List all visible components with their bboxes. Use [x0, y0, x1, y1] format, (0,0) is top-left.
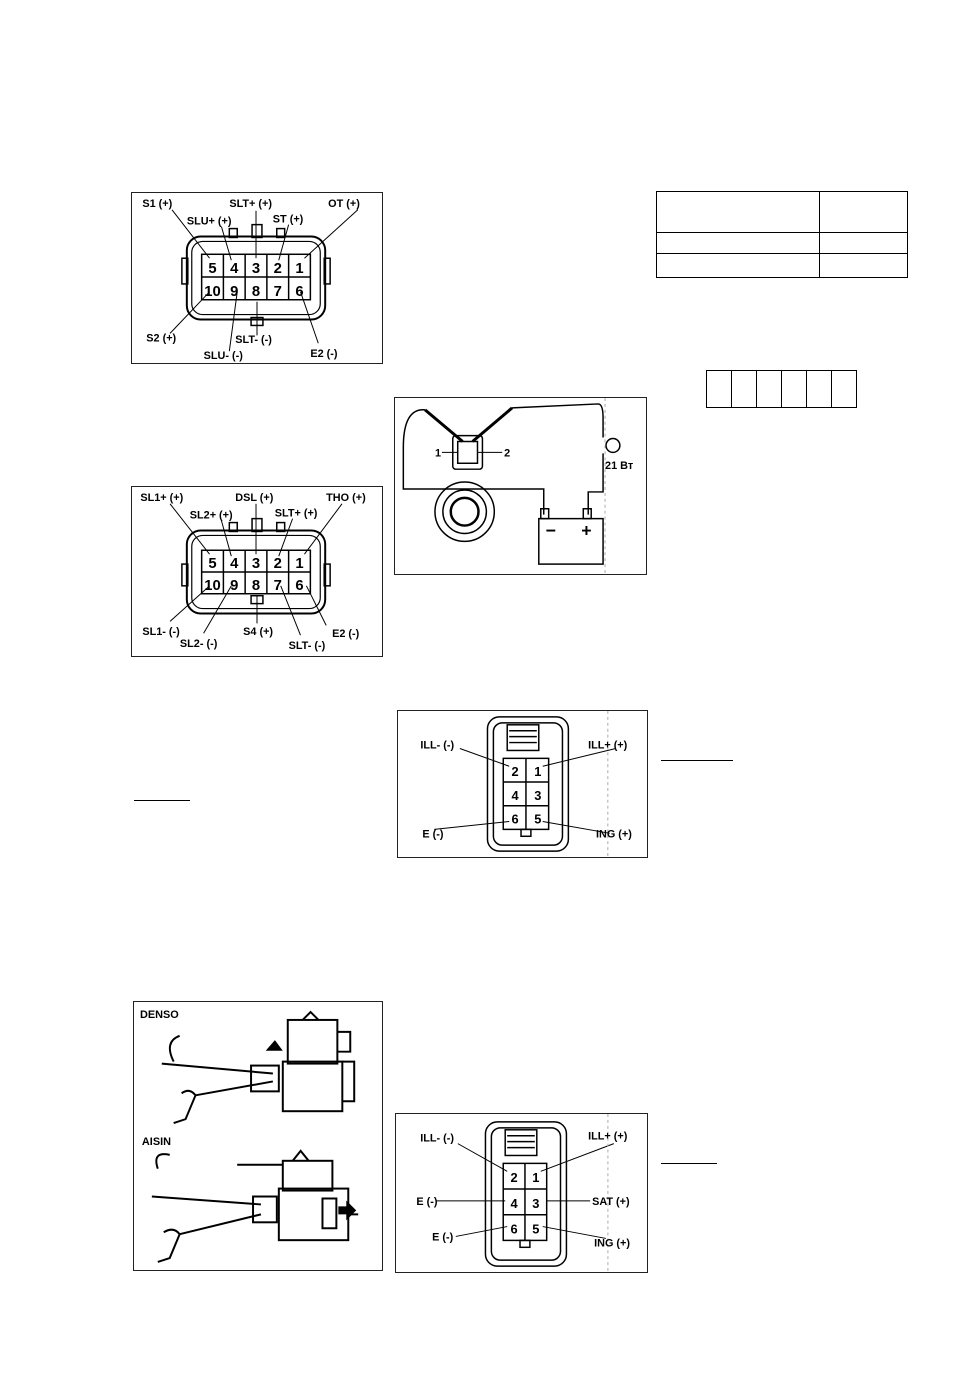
label-slt-minus: SLT- (-) — [235, 334, 272, 346]
connector-b-diagram: 5 4 3 2 1 10 9 8 7 6 SL1+ (+) SL2+ (+) D… — [140, 492, 366, 652]
pin-top-3: 3 — [252, 556, 260, 572]
pin-6: 5 — [534, 811, 541, 826]
label-slu-plus: SLU+ (+) — [187, 216, 232, 228]
underline-mark — [661, 1163, 717, 1164]
pin-top-1: 5 — [208, 261, 216, 277]
label-sl2-minus: SL2- (-) — [180, 638, 218, 650]
connector-a-diagram: 5 4 3 2 1 10 9 8 7 6 S1 (+) SLU+ (+) SLT… — [142, 198, 360, 362]
label-e2-minus: E2 (-) — [310, 348, 338, 360]
pin-bottom-3: 8 — [252, 578, 260, 594]
label-ill-plus: ILL+ (+) — [588, 1131, 628, 1143]
label-tho-plus: THO (+) — [326, 492, 366, 504]
bench-test-panel: 1 2 21 Вт − + — [394, 397, 647, 575]
pin-bottom-1: 10 — [204, 578, 220, 594]
label-slt-plus: SLT+ (+) — [229, 198, 272, 210]
label-slt-minus: SLT- (-) — [289, 640, 326, 652]
lamp-rating: 21 Вт — [605, 460, 634, 472]
pin-4: 3 — [534, 788, 541, 803]
pin-4: 3 — [532, 1196, 539, 1211]
label-sat-plus: SAT (+) — [592, 1196, 630, 1208]
label-s2-plus: S2 (+) — [146, 332, 176, 344]
pin-top-5: 1 — [295, 556, 303, 572]
label-ill-plus: ILL+ (+) — [588, 739, 628, 751]
pin-5: 6 — [512, 811, 519, 826]
pin-bottom-2: 9 — [230, 284, 238, 300]
pin-top-1: 5 — [208, 556, 216, 572]
label-slu-minus: SLU- (-) — [204, 350, 244, 362]
label-ot-plus: OT (+) — [328, 198, 360, 210]
pin-2: 1 — [534, 764, 541, 779]
pin-bottom-3: 8 — [252, 284, 260, 300]
pin-top-2: 4 — [230, 261, 239, 277]
label-slt-plus: SLT+ (+) — [275, 508, 318, 520]
switch-b-diagram: 2 1 4 3 6 5 ILL- (-) ILL+ (+) E (-) SAT … — [416, 1114, 630, 1272]
pin-bottom-2: 9 — [230, 578, 238, 594]
label-e-minus-1: E (-) — [416, 1196, 437, 1208]
battery-minus: − — [546, 520, 556, 540]
label-sl1-plus: SL1+ (+) — [140, 492, 183, 504]
switch-a-panel: 2 1 4 3 6 5 ILL- (-) ILL+ (+) E (-) ING … — [397, 710, 648, 858]
pin-3: 4 — [512, 788, 520, 803]
label-ing-plus: ING (+) — [594, 1237, 630, 1249]
terminal-1-label: 1 — [435, 447, 441, 459]
pin-bottom-5: 6 — [295, 284, 303, 300]
lever-figure-diagram: DENSO AISIN — [140, 1009, 359, 1263]
label-e-minus-2: E (-) — [432, 1231, 453, 1243]
label-sl1-minus: SL1- (-) — [142, 626, 180, 638]
underline-mark — [661, 760, 733, 761]
pin-bottom-4: 7 — [274, 284, 282, 300]
pin-2: 1 — [532, 1170, 539, 1185]
connector-a-panel: 5 4 3 2 1 10 9 8 7 6 S1 (+) SLU+ (+) SLT… — [131, 192, 383, 364]
pin-bottom-4: 7 — [274, 578, 282, 594]
connector-b-panel: 5 4 3 2 1 10 9 8 7 6 SL1+ (+) SL2+ (+) D… — [131, 486, 383, 657]
lever-figure-panel: DENSO AISIN — [133, 1001, 383, 1271]
pin-bottom-1: 10 — [204, 284, 220, 300]
pin-top-4: 2 — [274, 556, 282, 572]
pin-1: 2 — [512, 764, 519, 779]
pin-top-3: 3 — [252, 261, 260, 277]
terminal-2-label: 2 — [504, 447, 510, 459]
label-ing-plus: ING (+) — [596, 828, 632, 840]
pin-top-4: 2 — [274, 261, 282, 277]
label-ill-minus: ILL- (-) — [420, 1133, 454, 1145]
switch-b-panel: 2 1 4 3 6 5 ILL- (-) ILL+ (+) E (-) SAT … — [395, 1113, 648, 1273]
pin-5: 6 — [511, 1221, 518, 1236]
maker-denso: DENSO — [140, 1009, 179, 1021]
label-st-plus: ST (+) — [273, 214, 304, 226]
battery-plus: + — [581, 520, 591, 540]
pin-top-5: 1 — [295, 261, 303, 277]
pin-top-2: 4 — [230, 556, 239, 572]
underline-mark — [134, 800, 190, 801]
label-dsl-plus: DSL (+) — [235, 492, 273, 504]
label-ill-minus: ILL- (-) — [420, 739, 454, 751]
label-e-minus: E (-) — [422, 828, 443, 840]
pin-bottom-5: 6 — [295, 578, 303, 594]
blank-table — [656, 191, 908, 278]
label-e2-minus: E2 (-) — [332, 628, 360, 640]
pin-3: 4 — [511, 1196, 519, 1211]
maker-aisin: AISIN — [142, 1136, 171, 1148]
switch-a-diagram: 2 1 4 3 6 5 ILL- (-) ILL+ (+) E (-) ING … — [420, 711, 632, 857]
label-s4-plus: S4 (+) — [243, 626, 273, 638]
bench-test-diagram: 1 2 21 Вт − + — [402, 398, 634, 574]
label-sl2-plus: SL2+ (+) — [190, 510, 233, 522]
blank-cell-row — [706, 370, 857, 408]
pin-6: 5 — [532, 1221, 539, 1236]
pin-1: 2 — [511, 1170, 518, 1185]
label-s1-plus: S1 (+) — [142, 198, 172, 210]
